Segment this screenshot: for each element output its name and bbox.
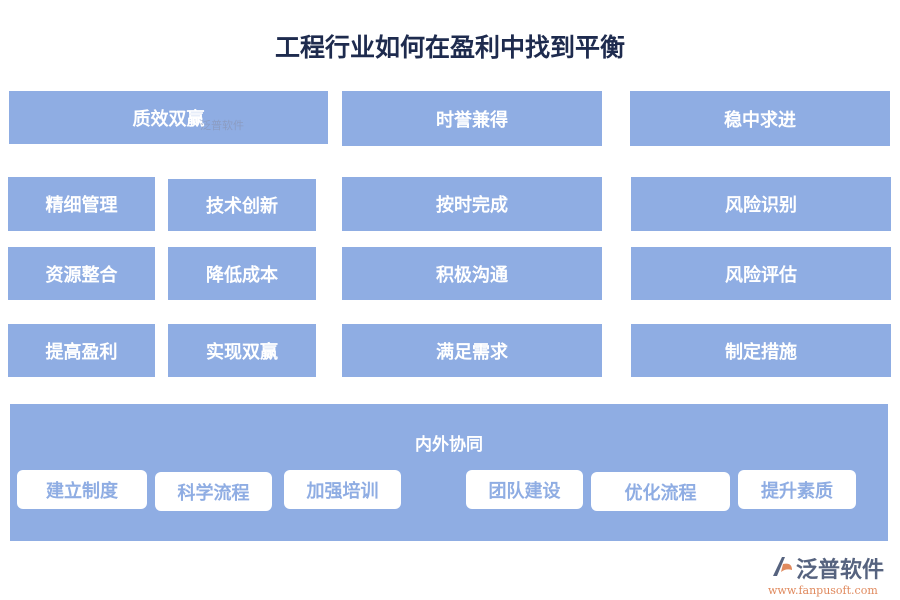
panel-item: 加强培训: [284, 470, 401, 509]
box-mid-2: 积极沟通: [342, 247, 602, 300]
box-left2-1: 技术创新: [168, 179, 316, 231]
box-mid-3: 满足需求: [342, 324, 602, 377]
box-left2-3: 实现双赢: [168, 324, 316, 377]
panel-title: 内外协同: [415, 435, 483, 455]
panel-item: 建立制度: [17, 470, 147, 509]
top-box-1: 质效双赢: [9, 91, 328, 144]
panel-item: 团队建设: [466, 470, 583, 509]
logo: 泛普软件 www.fanpusoft.com: [768, 552, 895, 597]
box-mid-1: 按时完成: [342, 177, 602, 231]
panel-item: 科学流程: [155, 472, 272, 511]
logo-name: 泛普软件: [796, 558, 885, 583]
panel-item: 提升素质: [738, 470, 856, 509]
top-box-3: 稳中求进: [630, 91, 890, 146]
page-title: 工程行业如何在盈利中找到平衡: [274, 33, 625, 62]
box-left1-3: 提高盈利: [8, 324, 155, 377]
logo-mark-icon: [773, 557, 792, 576]
panel-item: 优化流程: [591, 472, 730, 511]
box-left1-1: 精细管理: [8, 177, 155, 231]
box-right-1: 风险识别: [631, 177, 891, 231]
box-right-2: 风险评估: [631, 247, 891, 300]
box-left2-2: 降低成本: [168, 247, 316, 300]
box-right-3: 制定措施: [631, 324, 891, 377]
collaboration-panel: 内外协同 建立制度 科学流程 加强培训 团队建设 优化流程 提升素质: [10, 404, 888, 541]
watermark: 泛普软件: [200, 119, 244, 132]
top-box-2: 时誉兼得: [342, 91, 602, 146]
logo-url: www.fanpusoft.com: [768, 584, 878, 597]
box-left1-2: 资源整合: [8, 247, 155, 300]
